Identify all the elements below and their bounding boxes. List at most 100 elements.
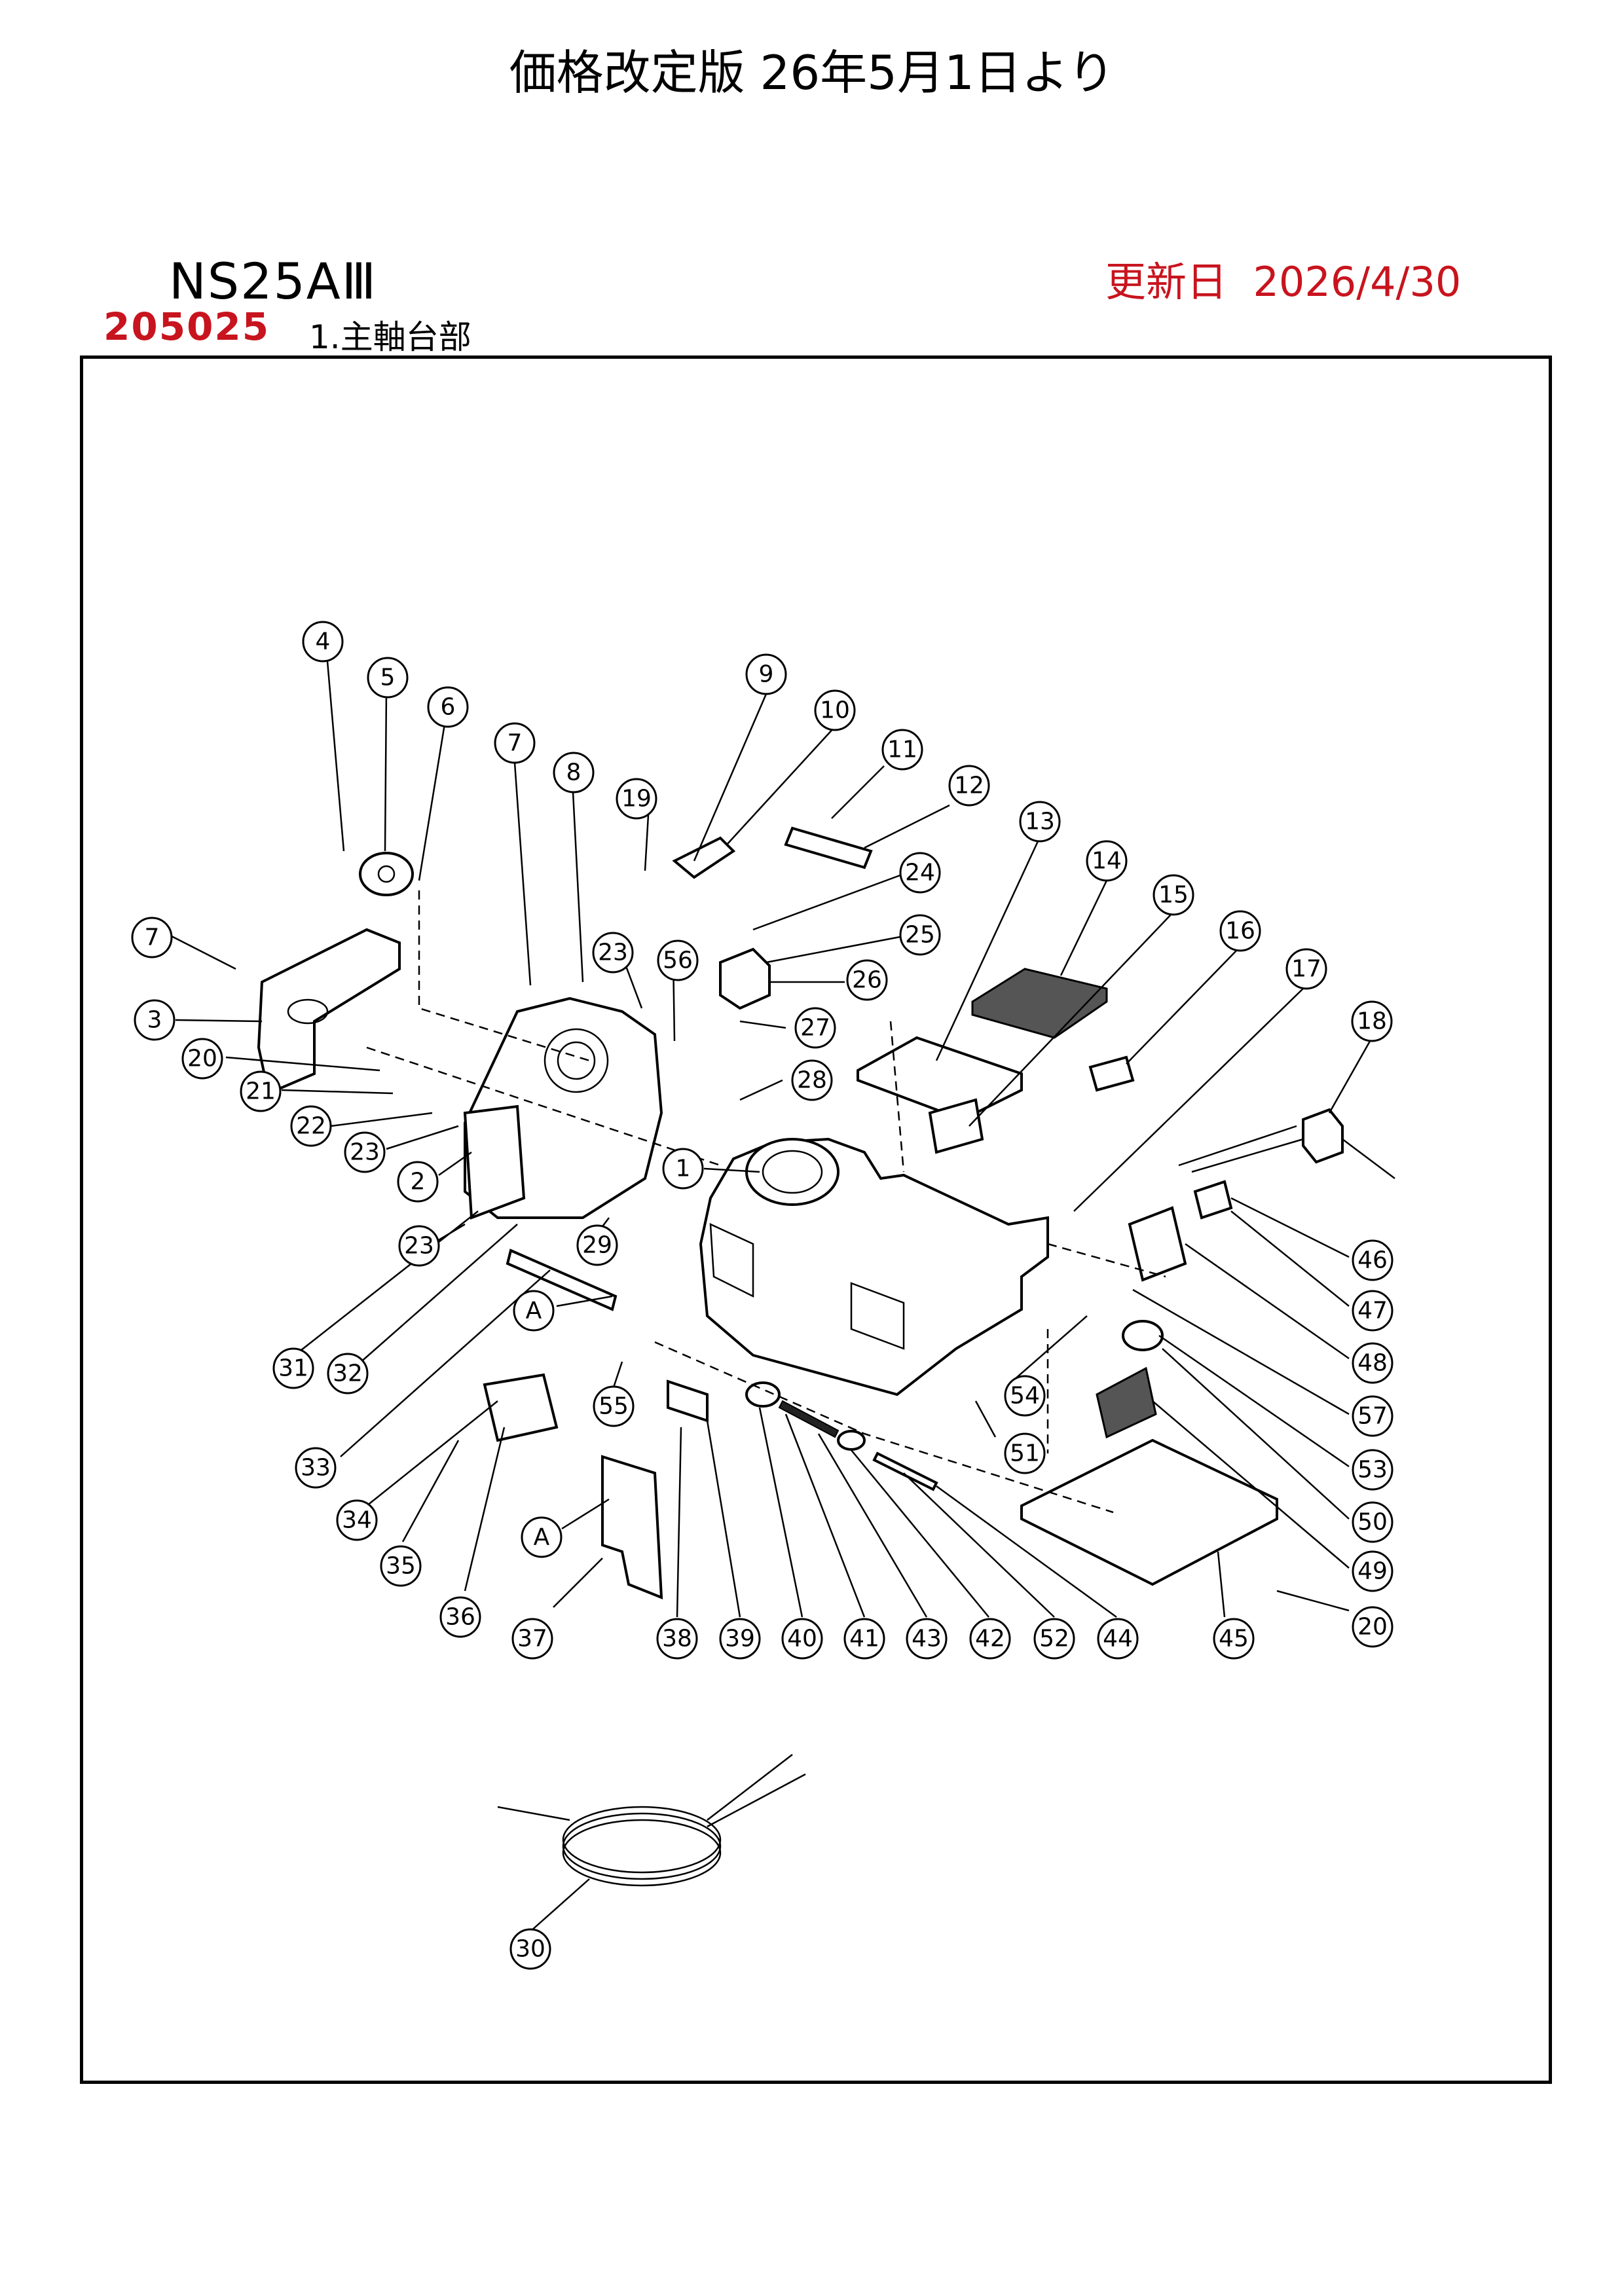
mesh-panel	[971, 968, 1108, 1039]
svg-text:17: 17	[1291, 956, 1321, 983]
small-plate	[928, 1098, 984, 1154]
callout-12: 12	[948, 765, 990, 807]
part-callouts: 1 2 3 4 5 6 7 7 8 9 10 11 12 13 14 15 16…	[131, 621, 1393, 1970]
svg-text:26: 26	[852, 967, 882, 994]
callout-31: 31	[272, 1347, 314, 1389]
leader-27	[739, 1020, 786, 1029]
callout-44: 44	[1097, 1618, 1139, 1660]
callout-11: 11	[881, 729, 923, 771]
callout-49: 49	[1352, 1550, 1393, 1592]
svg-text:37: 37	[517, 1626, 547, 1652]
leader-37	[553, 1558, 603, 1608]
callout-15: 15	[1153, 874, 1194, 916]
svg-text:42: 42	[975, 1626, 1005, 1652]
svg-text:14: 14	[1092, 848, 1122, 875]
svg-text:11: 11	[887, 737, 917, 763]
headstock-window	[709, 1222, 754, 1298]
leader-39	[706, 1420, 741, 1618]
callout-54: 54	[1004, 1375, 1046, 1417]
cord-lead-2	[707, 1773, 806, 1828]
svg-text:52: 52	[1039, 1626, 1069, 1652]
clamp-block	[719, 947, 771, 1010]
callout-23a: 23	[344, 1131, 386, 1173]
svg-text:54: 54	[1010, 1383, 1040, 1410]
svg-text:45: 45	[1219, 1626, 1249, 1652]
collar	[837, 1430, 866, 1451]
leader-4	[326, 661, 345, 852]
cover-plate	[857, 1036, 1023, 1121]
leader-9	[693, 693, 767, 862]
label-sticker	[1088, 1055, 1135, 1092]
control-panel	[483, 1373, 559, 1442]
svg-text:16: 16	[1225, 918, 1255, 945]
leader-47	[1230, 1211, 1350, 1307]
leader-50	[1162, 1348, 1350, 1520]
svg-text:47: 47	[1357, 1298, 1388, 1324]
part-drawings	[257, 826, 1395, 1887]
svg-text:5: 5	[380, 665, 396, 691]
assembly-line-5	[654, 1341, 1114, 1514]
callout-16: 16	[1219, 910, 1261, 952]
headstock-bore	[745, 1138, 840, 1206]
model-name: NS25AⅢ	[169, 252, 378, 310]
updated-date-line: 更新日 2026/4/30	[1105, 249, 1461, 308]
motor-bracket	[257, 928, 401, 1095]
svg-text:7: 7	[145, 924, 160, 951]
leader-A-b	[561, 1498, 610, 1530]
leader-43	[817, 1433, 928, 1618]
leader-3	[175, 1019, 263, 1023]
svg-text:6: 6	[441, 694, 456, 721]
svg-text:9: 9	[759, 661, 774, 688]
leader-15	[969, 913, 1173, 1127]
leader-49	[1152, 1400, 1350, 1569]
cord-lead-1	[707, 1754, 793, 1821]
svg-text:8: 8	[566, 759, 581, 786]
callout-25: 25	[899, 914, 941, 956]
svg-text:21: 21	[246, 1078, 276, 1105]
gear-case-bore	[544, 1028, 609, 1093]
svg-text:A: A	[526, 1298, 542, 1324]
svg-text:20: 20	[1357, 1614, 1388, 1641]
callout-55: 55	[593, 1385, 635, 1427]
svg-text:57: 57	[1357, 1403, 1388, 1430]
svg-text:33: 33	[301, 1455, 331, 1482]
leader-24	[752, 873, 904, 931]
leader-21	[281, 1089, 394, 1095]
assembly-line-1	[418, 890, 590, 1062]
svg-text:15: 15	[1158, 882, 1189, 909]
callout-18: 18	[1351, 1000, 1393, 1042]
assembly-line-2	[366, 1046, 721, 1167]
callout-51: 51	[1004, 1432, 1046, 1474]
svg-text:44: 44	[1103, 1626, 1133, 1652]
callout-45: 45	[1213, 1618, 1255, 1660]
svg-text:19: 19	[621, 786, 652, 812]
callout-34: 34	[336, 1499, 378, 1541]
part-code: 205025	[103, 304, 270, 349]
callout-29: 29	[576, 1224, 618, 1266]
callout-53: 53	[1352, 1449, 1393, 1491]
leader-17	[1073, 988, 1304, 1212]
callout-56: 56	[657, 939, 699, 981]
leader-45	[1217, 1551, 1226, 1618]
bottom-cover	[1020, 1438, 1278, 1586]
svg-text:3: 3	[147, 1007, 162, 1034]
leader-16	[1126, 949, 1238, 1065]
leader-41	[784, 1413, 866, 1618]
svg-text:56: 56	[663, 947, 693, 974]
svg-text:36: 36	[445, 1604, 475, 1631]
leader-42	[851, 1449, 989, 1618]
svg-text:1: 1	[676, 1156, 691, 1182]
svg-text:41: 41	[849, 1626, 879, 1652]
leader-12	[864, 804, 950, 849]
leader-20b	[1276, 1590, 1350, 1612]
svg-text:23: 23	[404, 1233, 434, 1260]
bearing	[745, 1381, 781, 1408]
leader-31	[294, 1211, 479, 1356]
fitting	[1122, 1320, 1164, 1351]
svg-text:22: 22	[296, 1113, 326, 1140]
svg-text:55: 55	[599, 1393, 629, 1420]
callout-43: 43	[906, 1618, 948, 1660]
svg-text:23: 23	[350, 1139, 380, 1166]
cord-lead-3	[497, 1806, 570, 1821]
callout-7a: 7	[494, 722, 536, 764]
